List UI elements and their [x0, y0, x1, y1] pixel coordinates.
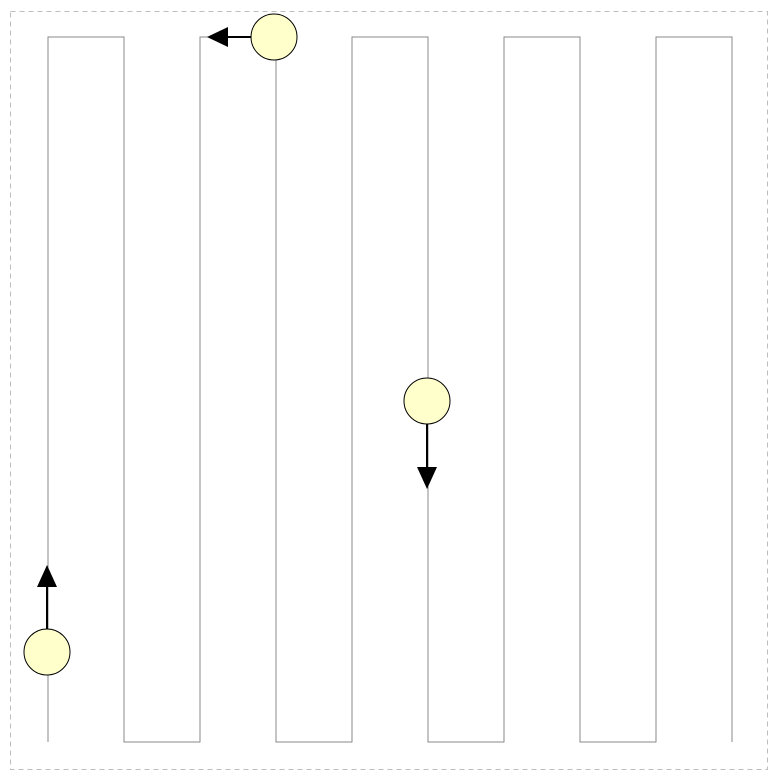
arrow-up-icon — [37, 565, 57, 587]
coverage-path — [47, 36, 733, 743]
agent-middle — [403, 377, 451, 489]
area-boundary — [10, 11, 768, 770]
arrow-down-icon — [417, 467, 437, 489]
agent-circle — [23, 628, 71, 676]
arrow-left-icon — [207, 27, 228, 47]
agent-circle — [403, 377, 451, 425]
agent-circle — [250, 13, 298, 61]
agent-bottom-left — [23, 565, 71, 676]
agent-top — [207, 13, 298, 61]
